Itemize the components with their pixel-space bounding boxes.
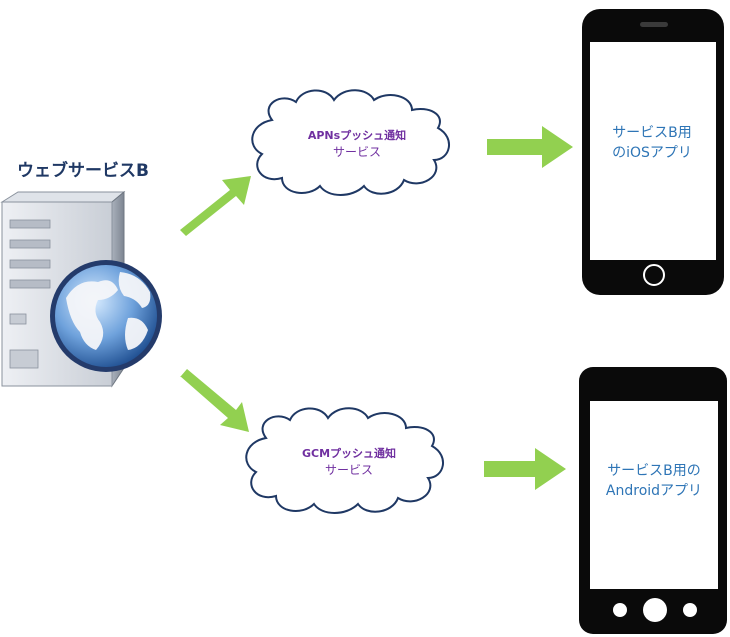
server-label: ウェブサービスB — [17, 161, 149, 181]
gcm-cloud-label: GCMプッシュ通知 サービス — [264, 446, 434, 478]
iphone-device — [582, 9, 724, 295]
android-app-label: サービスB用の Androidアプリ — [590, 461, 718, 501]
iphone-speaker — [640, 22, 668, 27]
apns-cloud-line2: サービス — [332, 145, 381, 159]
apns-cloud-line1: APNsプッシュ通知 — [307, 129, 407, 142]
arrow-gcm-to-android — [484, 448, 566, 490]
android-app-line2: Androidアプリ — [605, 483, 703, 499]
gcm-cloud — [245, 407, 444, 514]
android-device — [579, 367, 727, 634]
ios-app-label: サービスB用 のiOSアプリ — [588, 123, 716, 163]
arrow-server-to-apns — [180, 176, 251, 236]
iphone-screen — [590, 42, 716, 260]
apns-cloud-label: APNsプッシュ通知 サービス — [272, 128, 442, 160]
arrow-apns-to-ios — [487, 126, 573, 168]
iphone-home-button — [643, 264, 665, 286]
gcm-cloud-line1: GCMプッシュ通知 — [301, 447, 397, 460]
android-back-button — [613, 603, 627, 617]
ios-app-line2: のiOSアプリ — [612, 145, 692, 161]
android-home-button — [643, 598, 667, 622]
android-screen — [590, 401, 718, 589]
globe-icon — [50, 260, 162, 372]
ios-app-line1: サービスB用 — [612, 125, 692, 141]
android-menu-button — [683, 603, 697, 617]
apns-cloud — [251, 89, 450, 196]
arrow-server-to-gcm — [180, 369, 249, 432]
android-app-line1: サービスB用の — [607, 463, 701, 479]
gcm-cloud-line2: サービス — [324, 463, 373, 477]
